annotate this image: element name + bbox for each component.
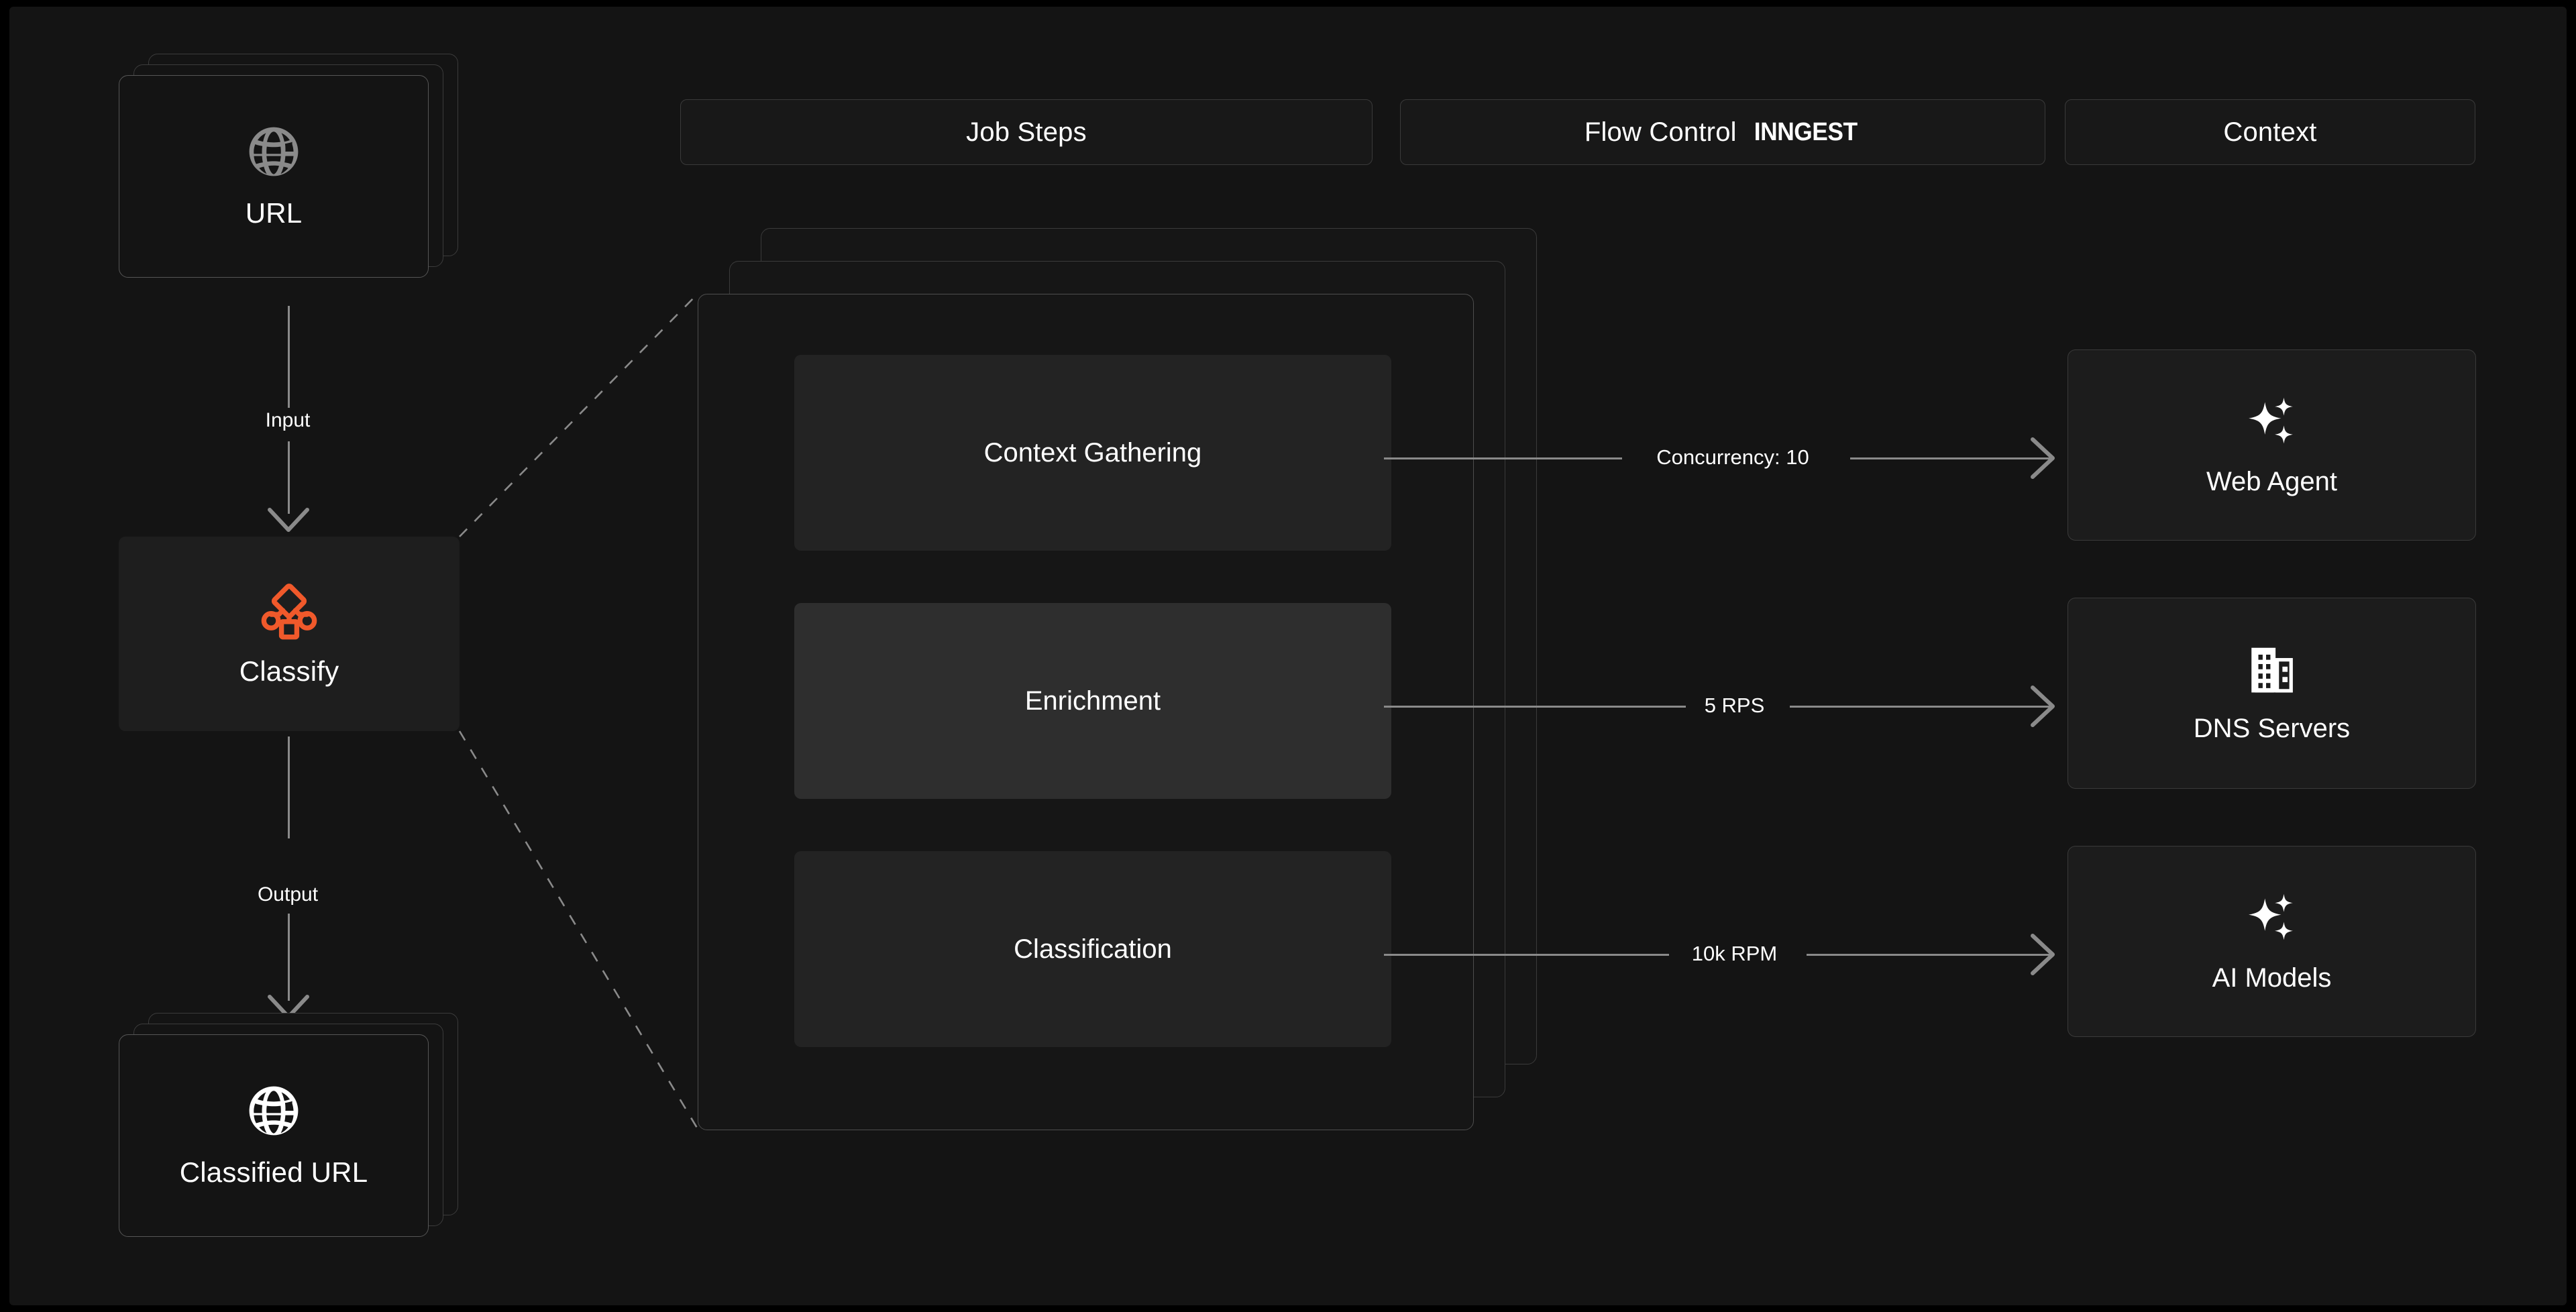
header-context[interactable]: Context — [2065, 99, 2475, 165]
connector-throughput-label: 5 RPS — [1704, 694, 1765, 717]
connector-throughput-line-right — [1790, 706, 2053, 708]
expansion-connector-lines — [458, 293, 699, 1130]
header-flow-control-label: Flow Control — [1584, 117, 1737, 147]
output-edge-line-top — [288, 736, 290, 838]
node-classify-label: Classify — [239, 655, 339, 687]
step-card-classification[interactable]: Classification — [794, 851, 1391, 1047]
inngest-logo-wordmark: INNGEST — [1754, 117, 1858, 146]
input-edge-line-top — [288, 306, 290, 408]
step-label: Context Gathering — [983, 437, 1202, 468]
connector-concurrency-label: Concurrency: 10 — [1656, 445, 1809, 469]
connector-concurrency-arrowhead — [2031, 437, 2055, 479]
node-url[interactable]: URL — [119, 54, 494, 302]
step-card-context-gathering[interactable]: Context Gathering — [794, 355, 1391, 551]
connector-throughput-line-left — [1384, 706, 1686, 708]
globe-icon — [246, 1083, 302, 1139]
connector-rate-limit-label: 10k RPM — [1691, 942, 1778, 965]
diagram-canvas: Job Steps Flow Control INNGEST Context U… — [9, 7, 2567, 1305]
url-card[interactable]: URL — [119, 75, 429, 278]
connector-rate-limit-line-left — [1384, 954, 1669, 956]
header-flow-control[interactable]: Flow Control INNGEST — [1400, 99, 2045, 165]
step-label: Classification — [1014, 934, 1172, 964]
node-classify[interactable]: Classify — [119, 537, 460, 731]
globe-icon — [246, 123, 302, 180]
context-card-ai-models[interactable]: AI Models — [2068, 846, 2476, 1037]
header-job-steps[interactable]: Job Steps — [680, 99, 1373, 165]
context-card-label: DNS Servers — [2193, 714, 2351, 743]
connector-throughput-arrowhead — [2031, 686, 2055, 727]
node-url-label: URL — [245, 197, 303, 229]
context-card-label: AI Models — [2212, 963, 2332, 993]
header-context-label: Context — [2223, 117, 2317, 147]
context-card-web-agent[interactable]: Web Agent — [2068, 349, 2476, 541]
context-card-label: Web Agent — [2206, 467, 2337, 496]
context-card-dns-servers[interactable]: DNS Servers — [2068, 598, 2476, 789]
output-edge-label: Output — [257, 883, 319, 906]
connector-rate-limit-line-right — [1807, 954, 2053, 956]
workflow-hierarchy-icon — [260, 580, 318, 640]
header-job-steps-label: Job Steps — [966, 117, 1087, 147]
input-edge-line-bottom — [288, 441, 290, 514]
building-icon — [2245, 643, 2300, 698]
connector-concurrency-line-left — [1384, 457, 1622, 459]
connector-concurrency-line-right — [1850, 457, 2053, 459]
input-edge-label: Input — [265, 409, 311, 431]
sparkles-icon — [2243, 889, 2301, 947]
node-classified-url[interactable]: Classified URL — [119, 1013, 494, 1261]
job-panel[interactable]: Context Gathering Enrichment Classificat… — [698, 294, 1474, 1130]
step-label: Enrichment — [1024, 686, 1161, 716]
connector-rate-limit-arrowhead — [2031, 934, 2055, 975]
node-classified-url-label: Classified URL — [179, 1156, 368, 1188]
output-edge-line-bottom — [288, 914, 290, 1001]
classified-url-card[interactable]: Classified URL — [119, 1034, 429, 1237]
input-edge-arrowhead — [268, 508, 309, 532]
step-card-enrichment[interactable]: Enrichment — [794, 603, 1391, 799]
sparkles-icon — [2243, 393, 2301, 451]
